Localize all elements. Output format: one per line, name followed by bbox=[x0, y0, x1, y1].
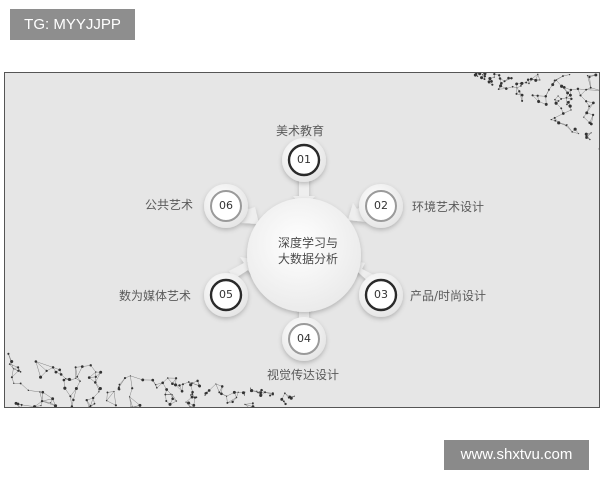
node-06-number: 06 bbox=[219, 199, 233, 212]
node-05 bbox=[204, 273, 248, 317]
network-pattern-top-right bbox=[473, 73, 599, 150]
network-pattern-bottom-left bbox=[7, 352, 295, 407]
watermark-top: TG: MYYJJPP bbox=[10, 9, 135, 40]
node-03-label: 产品/时尚设计 bbox=[410, 289, 487, 303]
node-01-label: 美术教育 bbox=[276, 124, 325, 138]
node-04 bbox=[282, 317, 326, 361]
node-02-number: 02 bbox=[374, 199, 388, 212]
node-06 bbox=[204, 184, 248, 228]
node-06-label: 公共艺术 bbox=[145, 198, 194, 212]
node-04-number: 04 bbox=[297, 332, 311, 345]
node-02 bbox=[359, 184, 403, 228]
node-02-label: 环境艺术设计 bbox=[412, 200, 485, 214]
node-03-number: 03 bbox=[374, 288, 388, 301]
center-circle bbox=[247, 198, 361, 312]
diagram-slide: 深度学习与 大数据分析 01 02 03 04 05 06 美术教育 环境艺术设… bbox=[4, 72, 600, 408]
diagram-graphics bbox=[7, 73, 599, 407]
node-05-label: 数为媒体艺术 bbox=[119, 289, 192, 303]
node-03 bbox=[359, 273, 403, 317]
center-label-line1: 深度学习与 bbox=[277, 236, 338, 250]
center-label-line2: 大数据分析 bbox=[277, 252, 338, 266]
node-05-number: 05 bbox=[219, 288, 233, 301]
watermark-bottom: www.shxtvu.com bbox=[444, 440, 589, 470]
node-01-number: 01 bbox=[297, 153, 311, 166]
node-01 bbox=[282, 138, 326, 182]
center-label: 深度学习与 大数据分析 bbox=[250, 235, 366, 275]
node-04-label: 视觉传达设计 bbox=[267, 368, 340, 382]
